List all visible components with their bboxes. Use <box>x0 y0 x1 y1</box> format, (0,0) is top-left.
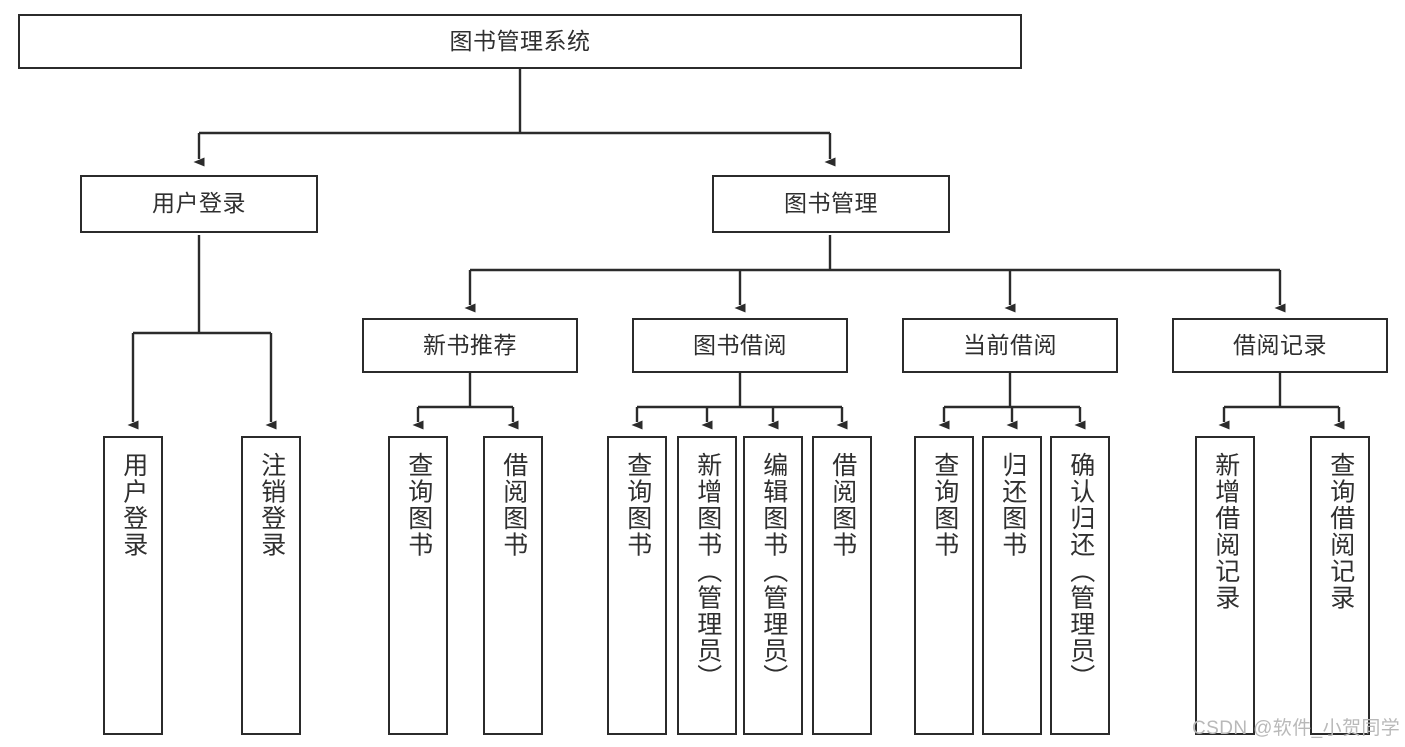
leaf-borrow-book-2[interactable]: 借阅图书 <box>812 436 872 735</box>
node-label: 查询借阅记录 <box>1326 452 1355 611</box>
node-label: 注销登录 <box>257 452 286 558</box>
node-label: 借阅记录 <box>1233 331 1327 358</box>
node-book-borrow[interactable]: 图书借阅 <box>632 318 848 373</box>
node-label: 查询图书 <box>404 452 433 558</box>
node-label: 借阅图书 <box>828 452 857 558</box>
node-label: 归还图书 <box>998 452 1027 558</box>
leaf-borrow-book-1[interactable]: 借阅图书 <box>483 436 543 735</box>
node-current-borrow[interactable]: 当前借阅 <box>902 318 1118 373</box>
csdn-watermark: CSDN @软件_小贺同学 <box>1192 718 1401 739</box>
leaf-confirm-return[interactable]: 确认归还（管理员） <box>1050 436 1110 735</box>
leaf-query-book-3[interactable]: 查询图书 <box>914 436 974 735</box>
node-label: 借阅图书 <box>499 452 528 558</box>
leaf-add-record[interactable]: 新增借阅记录 <box>1195 436 1255 735</box>
node-root-book-management-system[interactable]: 图书管理系统 <box>18 14 1022 69</box>
node-label: 用户登录 <box>119 452 148 558</box>
node-label: 查询图书 <box>930 452 959 558</box>
node-book-management[interactable]: 图书管理 <box>712 175 950 233</box>
leaf-return-book[interactable]: 归还图书 <box>982 436 1042 735</box>
node-label: 图书管理 <box>784 190 878 217</box>
leaf-query-book-1[interactable]: 查询图书 <box>388 436 448 735</box>
node-borrow-record[interactable]: 借阅记录 <box>1172 318 1388 373</box>
node-label: 新增借阅记录 <box>1211 452 1240 611</box>
leaf-query-record[interactable]: 查询借阅记录 <box>1310 436 1370 735</box>
node-user-login[interactable]: 用户登录 <box>80 175 318 233</box>
node-new-book-recommend[interactable]: 新书推荐 <box>362 318 578 373</box>
leaf-add-book[interactable]: 新增图书（管理员） <box>677 436 737 735</box>
node-label: 新增图书（管理员） <box>693 452 722 691</box>
node-label: 当前借阅 <box>963 331 1057 358</box>
leaf-user-login[interactable]: 用户登录 <box>103 436 163 735</box>
node-label: 图书借阅 <box>693 331 787 358</box>
leaf-logout-login[interactable]: 注销登录 <box>241 436 301 735</box>
node-label: 确认归还（管理员） <box>1066 452 1095 691</box>
node-label: 用户登录 <box>152 190 246 217</box>
leaf-edit-book[interactable]: 编辑图书（管理员） <box>743 436 803 735</box>
node-label: 编辑图书（管理员） <box>759 452 788 691</box>
node-label: 查询图书 <box>623 452 652 558</box>
leaf-query-book-2[interactable]: 查询图书 <box>607 436 667 735</box>
node-label: 新书推荐 <box>423 331 517 358</box>
node-label: 图书管理系统 <box>449 27 591 54</box>
